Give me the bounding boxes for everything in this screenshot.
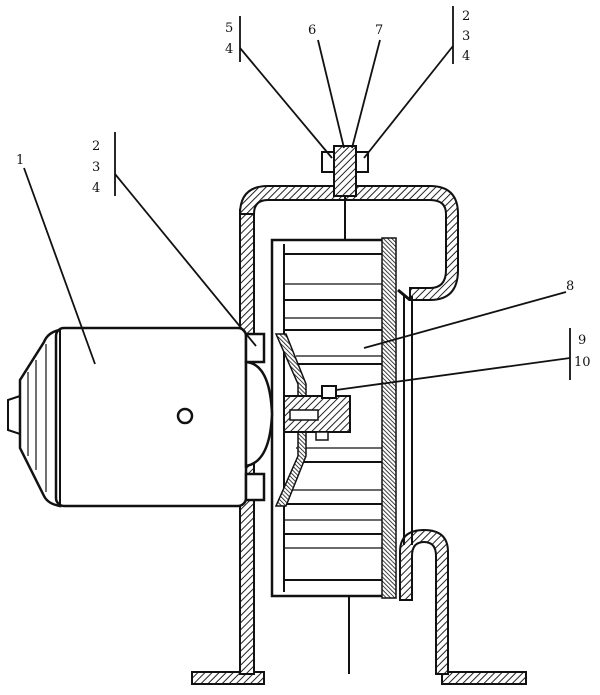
top-boss xyxy=(333,145,357,197)
motor-body xyxy=(54,326,248,508)
leader-54 xyxy=(239,47,333,159)
leader-910 xyxy=(335,357,571,391)
callout-3-right: 3 xyxy=(462,29,470,44)
impeller xyxy=(270,237,397,599)
motor-mount-bolt-bottom xyxy=(244,472,266,502)
hub-nut xyxy=(321,385,337,399)
callout-10: 10 xyxy=(574,355,591,370)
top-nut-left xyxy=(321,151,335,173)
base-flange-right xyxy=(441,671,527,685)
motor xyxy=(7,326,274,508)
callout-4-top: 4 xyxy=(225,42,233,57)
impeller-rim-right xyxy=(381,237,397,599)
leader-6 xyxy=(317,39,345,149)
leader-lines xyxy=(23,6,571,391)
callout-8: 8 xyxy=(566,279,574,294)
motor-end-cap xyxy=(18,328,62,508)
leader-234-right xyxy=(363,45,454,159)
callout-7: 7 xyxy=(375,23,383,38)
leader-1 xyxy=(23,167,96,365)
impeller-blades xyxy=(284,253,382,581)
motor-front-bell xyxy=(244,360,274,468)
leader-8 xyxy=(363,291,567,349)
motor-screw-hole xyxy=(176,407,194,425)
callouts: 1 2 3 4 5 4 6 7 2 3 4 8 9 10 xyxy=(16,9,591,370)
callout-5: 5 xyxy=(225,21,233,36)
leader-7 xyxy=(351,39,381,149)
callout-4-right: 4 xyxy=(462,49,470,64)
callout-9: 9 xyxy=(578,333,586,348)
housing-right-outlet xyxy=(399,528,449,675)
callout-4-left: 4 xyxy=(92,181,100,196)
callout-2-left: 2 xyxy=(92,139,100,154)
hub-nut-lower xyxy=(315,431,329,441)
housing-top-wall xyxy=(238,185,459,301)
motor-mount-bolt-top xyxy=(244,332,266,364)
motor-shaft-tip xyxy=(7,394,21,436)
callout-1: 1 xyxy=(16,153,24,168)
shaft-bore xyxy=(289,409,319,421)
callout-6: 6 xyxy=(308,23,316,38)
leader-234-left xyxy=(114,173,257,347)
callout-2-right: 2 xyxy=(462,9,470,24)
callout-3-left: 3 xyxy=(92,160,100,175)
